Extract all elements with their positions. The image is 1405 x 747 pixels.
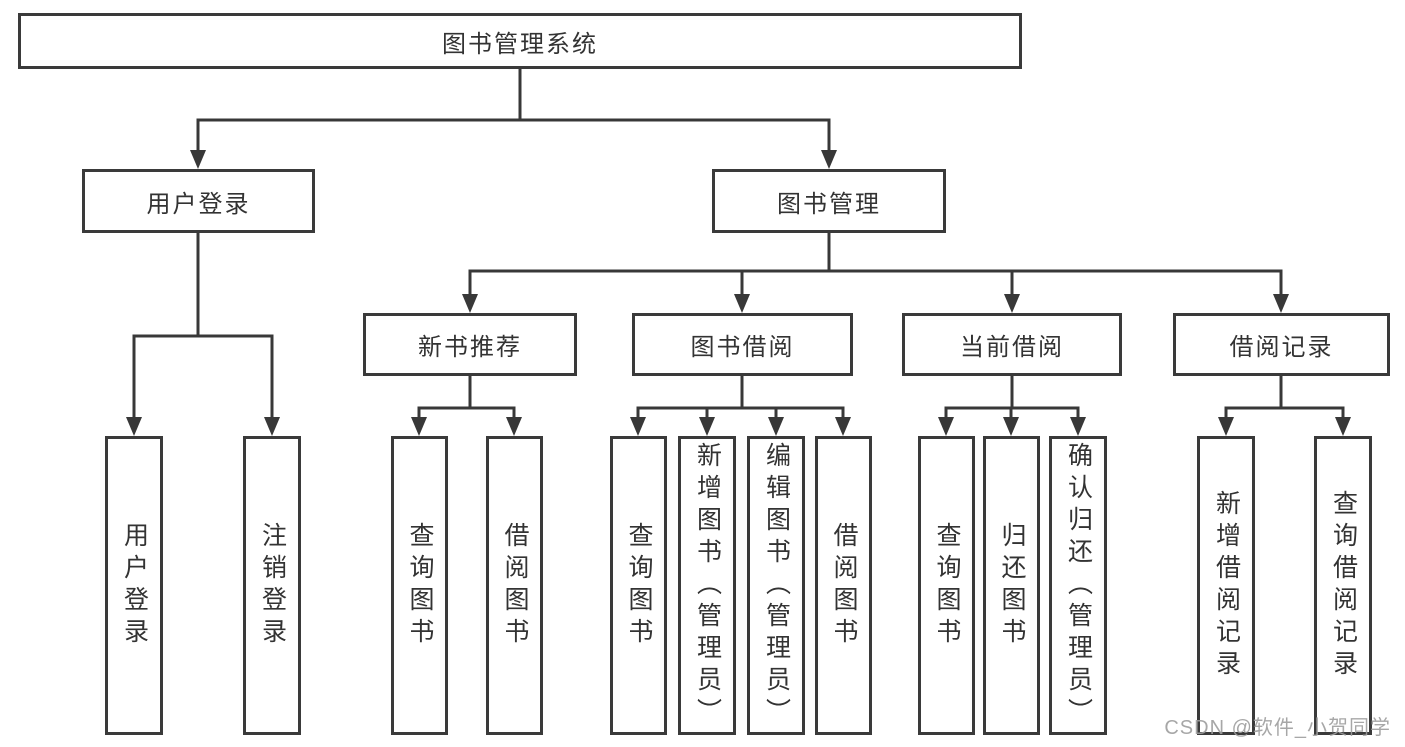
- node-label: 借阅图书: [830, 521, 858, 650]
- node-library-management-system: 图书管理系统: [18, 13, 1022, 69]
- node-new-book-recommend: 新书推荐: [363, 313, 577, 376]
- leaf-query-borrow-record: 查询借阅记录: [1314, 436, 1372, 735]
- node-label: 用户登录: [146, 190, 251, 218]
- node-label: 借阅图书: [501, 521, 529, 650]
- node-label: 查询图书: [406, 521, 434, 650]
- node-book-management: 图书管理: [712, 169, 946, 233]
- csdn-watermark: CSDN @软件_小贺同学: [1164, 717, 1391, 739]
- node-label: 查询图书: [933, 521, 961, 650]
- leaf-logout: 注销登录: [243, 436, 301, 735]
- node-label: 查询借阅记录: [1329, 489, 1358, 682]
- leaf-user-login: 用户登录: [105, 436, 163, 735]
- leaf-borrow-books-new: 借阅图书: [486, 436, 543, 735]
- node-label: 图书管理系统: [442, 30, 598, 58]
- node-borrow-records: 借阅记录: [1173, 313, 1390, 376]
- node-label: 借阅记录: [1229, 334, 1334, 361]
- leaf-query-books-current: 查询图书: [918, 436, 975, 735]
- node-label: 归还图书: [998, 521, 1026, 650]
- node-label: 编辑图书（管理员）: [762, 441, 791, 730]
- leaf-borrow-books: 借阅图书: [815, 436, 872, 735]
- node-label: 当前借阅: [960, 334, 1064, 361]
- node-label: 用户登录: [120, 521, 149, 650]
- node-user-login: 用户登录: [82, 169, 315, 233]
- leaf-add-books-admin: 新增图书（管理员）: [678, 436, 736, 735]
- node-label: 新书推荐: [418, 334, 522, 361]
- node-label: 新增图书（管理员）: [693, 441, 722, 730]
- node-current-borrowing: 当前借阅: [902, 313, 1122, 376]
- node-label: 确认归还（管理员）: [1064, 441, 1093, 730]
- node-label: 注销登录: [258, 521, 287, 650]
- leaf-confirm-return-admin: 确认归还（管理员）: [1049, 436, 1107, 735]
- node-book-borrowing: 图书借阅: [632, 313, 853, 376]
- leaf-return-books: 归还图书: [983, 436, 1040, 735]
- leaf-add-borrow-record: 新增借阅记录: [1197, 436, 1255, 735]
- leaf-edit-books-admin: 编辑图书（管理员）: [747, 436, 805, 735]
- node-label: 新增借阅记录: [1212, 489, 1241, 682]
- leaf-query-books-borrow: 查询图书: [610, 436, 667, 735]
- leaf-query-books-new: 查询图书: [391, 436, 448, 735]
- node-label: 查询图书: [625, 521, 653, 650]
- node-label: 图书管理: [777, 190, 881, 218]
- node-label: 图书借阅: [690, 334, 795, 361]
